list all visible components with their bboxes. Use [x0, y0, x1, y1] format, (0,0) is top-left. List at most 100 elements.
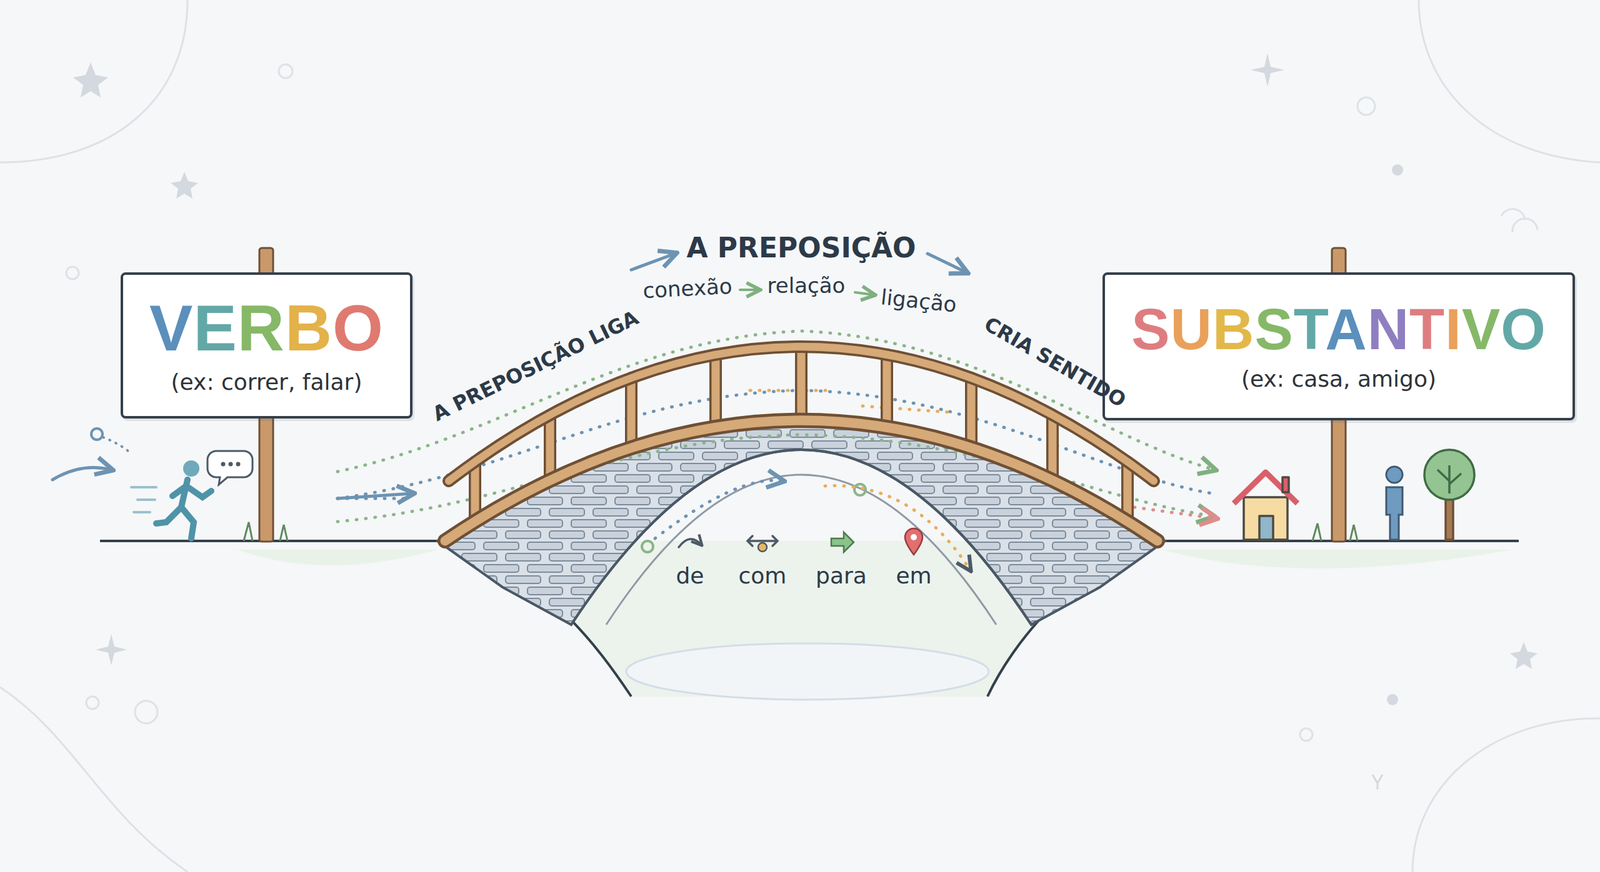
railing-post — [883, 357, 892, 425]
railing-post — [625, 378, 638, 449]
preposition-word: de — [676, 563, 705, 589]
ground — [1162, 550, 1513, 569]
background-decor — [1501, 208, 1538, 233]
bridge-caption: relação — [767, 273, 846, 299]
railing-post — [471, 464, 480, 520]
flow-arrows — [337, 493, 413, 499]
flow-arrows — [927, 253, 967, 273]
preposition-icons — [678, 528, 923, 555]
tree-icon — [1445, 500, 1454, 540]
heading-letter: R — [237, 291, 285, 365]
heading-letter: A — [1325, 297, 1367, 362]
under-arch-flow — [854, 484, 866, 496]
background-decor — [1418, 0, 1600, 163]
preposition-icons — [758, 543, 767, 552]
preposition-word: com — [738, 563, 787, 589]
tree-icon — [1424, 450, 1475, 500]
house-icon — [1233, 472, 1298, 540]
bridge-caption: A PREPOSIÇÃO LIGA — [429, 306, 643, 426]
tree-icon — [1424, 450, 1475, 540]
sign-post — [243, 522, 1358, 542]
background-decor — [0, 687, 188, 872]
heading-letter: U — [1170, 297, 1213, 362]
under-arch-flow — [641, 480, 970, 570]
railing-post — [797, 349, 806, 419]
runner-figure — [183, 460, 200, 477]
dotted-flow — [750, 389, 832, 393]
dotted-flow — [862, 406, 950, 413]
house-icon — [1259, 516, 1274, 540]
preposition-word: para — [815, 563, 867, 589]
preposition-icons — [905, 528, 923, 555]
ground — [626, 643, 989, 700]
flow-arrows — [91, 428, 103, 440]
sign-example: (ex: correr, falar) — [171, 368, 363, 396]
railing-post — [711, 357, 720, 425]
sign-board: VERBO (ex: correr, falar) — [120, 272, 413, 419]
heading-letter: V — [149, 291, 194, 365]
flow-arrows — [631, 253, 675, 270]
heading-letter: S — [1131, 297, 1170, 362]
sign-heading: SUBSTANTIVO — [1131, 299, 1547, 360]
ground — [100, 541, 1519, 700]
heading-letter: B — [285, 291, 333, 365]
person-icon — [1386, 466, 1403, 540]
runner-figure — [131, 487, 157, 513]
speech-bubble — [221, 462, 226, 467]
ground — [100, 540, 450, 543]
under-arch-flow — [641, 541, 654, 553]
person-icon — [1386, 487, 1403, 540]
runner-figure — [156, 480, 212, 539]
stone-bridge — [571, 450, 1032, 625]
railing-post — [709, 355, 722, 428]
background-decor — [66, 266, 79, 280]
heading-letter: T — [1293, 297, 1325, 362]
ground — [237, 550, 438, 566]
flow-arrows — [52, 253, 967, 500]
heading-letter: O — [1500, 297, 1547, 362]
background-decor — [0, 0, 188, 163]
stone-bridge — [606, 475, 997, 625]
heading-letter: N — [1367, 297, 1410, 362]
heading-letter: E — [193, 291, 237, 365]
tree-icon — [1437, 465, 1462, 494]
star-decor — [1372, 775, 1383, 790]
preposition-icons — [910, 534, 917, 541]
background-decor — [1412, 718, 1600, 872]
house-icon — [1233, 472, 1298, 504]
star-decor — [1386, 694, 1399, 706]
star-decor — [73, 62, 109, 98]
star-decor — [73, 53, 1538, 790]
wooden-railing — [445, 346, 1158, 542]
preposition-icons — [831, 532, 854, 553]
background-decor — [278, 64, 293, 79]
star-decor — [170, 171, 199, 199]
railing-post — [965, 378, 978, 449]
railing-post — [880, 355, 894, 428]
runner-figure — [131, 460, 212, 539]
heading-letter: B — [1212, 297, 1255, 362]
railing-post — [795, 346, 808, 421]
heading-letter: I — [1445, 297, 1462, 362]
star-decor — [95, 634, 127, 666]
sign-board: SUBSTANTIVO(ex: casa, amigo) — [1102, 272, 1575, 421]
background-decor — [135, 701, 158, 724]
bridge-caption: conexão — [642, 274, 734, 304]
flow-arrows — [337, 498, 410, 502]
background-decor — [1300, 728, 1313, 742]
flow-arrows — [337, 497, 407, 501]
flow-arrows — [103, 437, 129, 452]
heading-letter: V — [1461, 297, 1501, 362]
bridge-caption: ligação — [879, 285, 958, 318]
flow-arrows — [52, 467, 112, 480]
under-arch-flow — [655, 480, 783, 539]
flow-arrows — [740, 288, 759, 292]
house-icon — [1243, 497, 1288, 540]
speech-bubble — [228, 462, 234, 467]
star-decor — [1510, 642, 1538, 670]
background-decor — [86, 696, 99, 710]
heading-letter: O — [332, 291, 384, 365]
